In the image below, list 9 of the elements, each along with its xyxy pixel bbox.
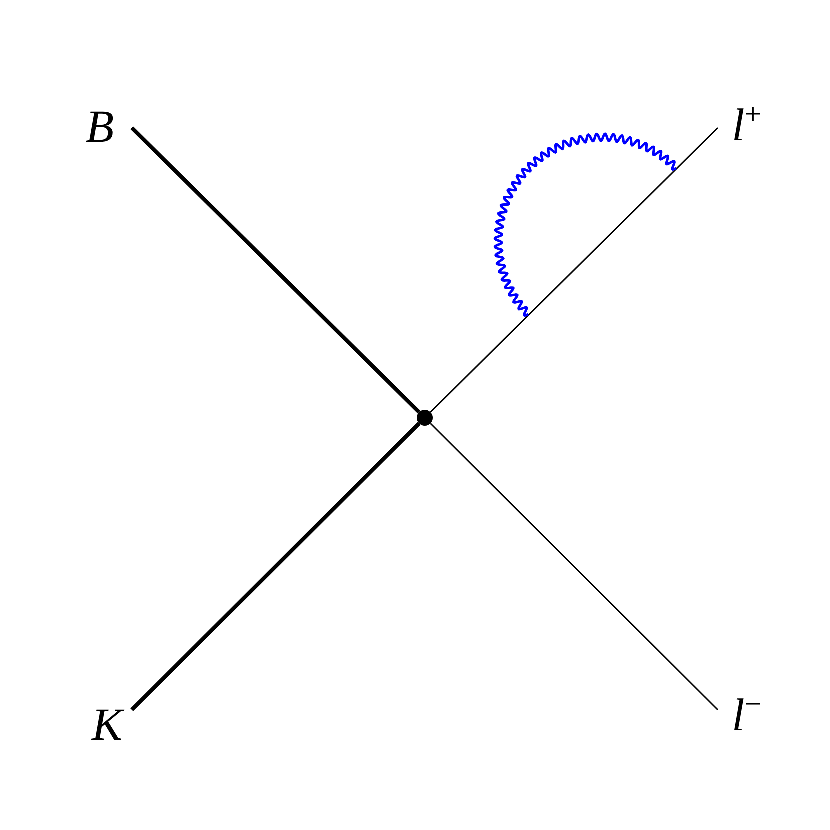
particle-label: K (92, 702, 123, 748)
particle-label: l$^{−}$ (732, 690, 762, 738)
particle-label: l$^{+}$ (732, 100, 762, 148)
particle-label: B (86, 104, 114, 150)
vertex-dot (417, 410, 433, 426)
particle-line (130, 126, 421, 414)
particle-line (430, 423, 719, 711)
particle-line (130, 422, 421, 712)
particle-line (430, 127, 719, 413)
